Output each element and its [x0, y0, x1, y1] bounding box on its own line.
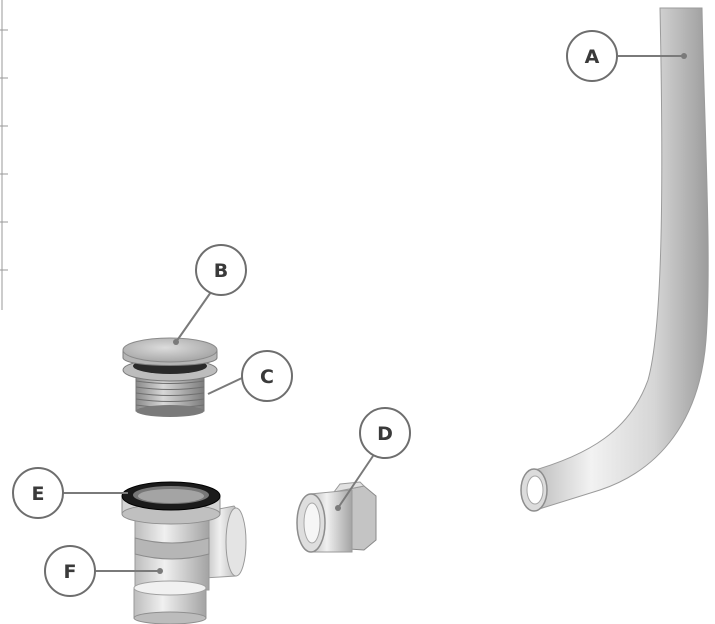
- drain-cap-icon: [123, 338, 217, 417]
- callout-c: C: [242, 351, 292, 401]
- rubber-gasket-icon: [122, 482, 220, 510]
- tee-fitting-icon: [122, 496, 246, 624]
- hex-adapter-icon: [297, 482, 376, 552]
- pipe-tube-icon: [521, 8, 708, 511]
- callout-d-label: D: [377, 423, 393, 445]
- callout-d: D: [360, 408, 410, 458]
- leader-c: [208, 378, 242, 394]
- callout-a-label: A: [585, 46, 600, 68]
- callout-a: A: [567, 31, 617, 81]
- callout-c-label: C: [260, 366, 274, 388]
- callout-f-label: F: [64, 561, 77, 583]
- leader-b: [176, 292, 211, 342]
- callout-b: B: [196, 245, 246, 295]
- left-ruler: [0, 0, 8, 310]
- callout-b-label: B: [214, 260, 228, 282]
- callout-e-label: E: [32, 483, 45, 505]
- callout-f: F: [45, 546, 95, 596]
- callout-e: E: [13, 468, 63, 518]
